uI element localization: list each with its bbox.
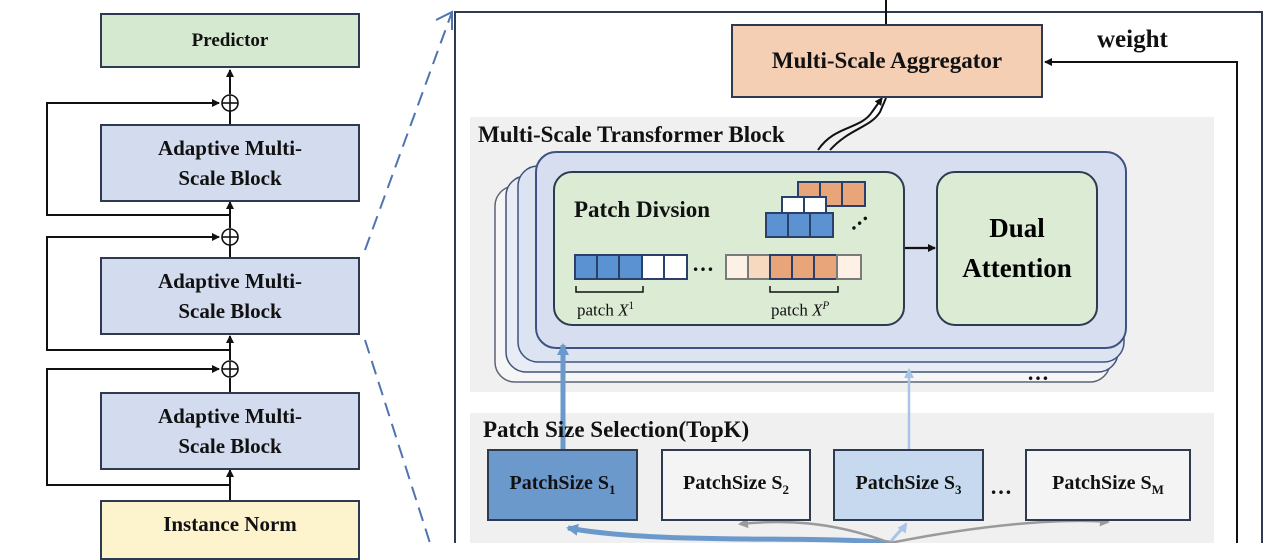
bottom-flow-curve-gray-left: [738, 518, 891, 543]
patch-size-sm-box: PatchSize SM: [1025, 449, 1191, 521]
dual-attention-box: [936, 171, 1098, 326]
adaptive-block-2-label: Adaptive Multi-Scale Block: [157, 268, 303, 323]
add-icon-1: [221, 94, 239, 112]
patch-xp-var: X: [812, 300, 823, 320]
patch-cell: [813, 254, 838, 280]
multi-scale-aggregator-box: Multi-Scale Aggregator: [731, 24, 1043, 98]
add-icon-3: [221, 360, 239, 378]
patch-size-s2-label: PatchSize S2: [683, 472, 789, 497]
patch-cell: [663, 254, 688, 280]
patch-cell: [841, 181, 866, 207]
transformer-to-aggregator-curve-1: [817, 97, 883, 151]
patch-size-s3-label: PatchSize S3: [855, 472, 962, 497]
instance-norm-box: Instance Norm: [100, 500, 360, 560]
layers-ellipsis: …: [1027, 360, 1049, 385]
patch-xp-prefix: patch: [771, 300, 808, 320]
patch-xp-label: patch XP: [771, 300, 829, 321]
patch-xp-sup: P: [822, 300, 830, 312]
patch-cell: [769, 254, 793, 280]
patch-x1-prefix: patch: [577, 300, 614, 320]
patch-cell: [836, 254, 862, 280]
zoom-line-top-head: [435, 10, 453, 30]
patch-cell: [618, 254, 643, 280]
transformer-block-title: Multi-Scale Transformer Block: [478, 122, 785, 147]
patch-xp-bracket: [769, 286, 839, 293]
bottom-flow-curve-dark: [566, 523, 891, 543]
adaptive-block-1-label: Adaptive Multi-Scale Block: [157, 135, 303, 190]
patch-cell: [725, 254, 749, 280]
patch-size-s1-box: PatchSize S1: [487, 449, 638, 521]
patch-cell: [765, 212, 789, 238]
weight-arrow: [1044, 58, 1238, 543]
dual-attention-text: Dual Attention: [962, 213, 1072, 283]
patch-cell: [809, 212, 834, 238]
patch-size-s1-label: PatchSize S1: [509, 472, 616, 497]
patch-x1-label: patch X1: [577, 300, 634, 321]
patch-cell: [641, 254, 665, 280]
patch-selection-title: Patch Size Selection(TopK): [483, 417, 750, 442]
zoom-line-top: [364, 11, 453, 251]
weight-label: weight: [1097, 26, 1168, 53]
patch-cell: [787, 212, 811, 238]
patch-size-ellipsis: …: [990, 474, 1012, 499]
predictor-label: Predictor: [191, 29, 269, 51]
residual-skip-3: [46, 365, 230, 486]
patch-cell: [574, 254, 598, 280]
patch-size-sm-label: PatchSize SM: [1052, 472, 1164, 497]
zoom-line-bottom: [364, 339, 431, 543]
patch-cell: [596, 254, 620, 280]
dual-attention-label: Dual Attention: [937, 172, 1097, 325]
aggregator-label: Multi-Scale Aggregator: [771, 48, 1003, 73]
patch-x1-sup: 1: [628, 300, 634, 312]
patch-x1-bracket: [575, 286, 644, 293]
adaptive-block-2: Adaptive Multi-Scale Block: [100, 257, 360, 335]
instance-norm-label: Instance Norm: [163, 512, 297, 536]
predictor-box: Predictor: [100, 13, 360, 68]
bottom-flow-curve-light: [888, 522, 908, 543]
sequence-ellipsis: …: [692, 251, 714, 276]
patch-cell: [747, 254, 771, 280]
patch-cell: [791, 254, 815, 280]
adaptive-block-3-label: Adaptive Multi-Scale Block: [157, 403, 303, 458]
patch-size-s2-box: PatchSize S2: [661, 449, 811, 521]
patch-x1-var: X: [618, 300, 629, 320]
bottom-flow-curve-gray-right: [889, 516, 1110, 543]
residual-skip-2: [46, 233, 230, 351]
adaptive-block-3: Adaptive Multi-Scale Block: [100, 392, 360, 470]
detail-panel-frame: [454, 11, 1263, 543]
adaptive-block-1: Adaptive Multi-Scale Block: [100, 124, 360, 202]
patch-division-title: Patch Divsion: [574, 197, 711, 222]
add-icon-2: [221, 228, 239, 246]
patch-size-s3-box: PatchSize S3: [833, 449, 984, 521]
transformer-to-aggregator-curve-2: [829, 97, 887, 151]
residual-skip-1: [46, 99, 230, 216]
